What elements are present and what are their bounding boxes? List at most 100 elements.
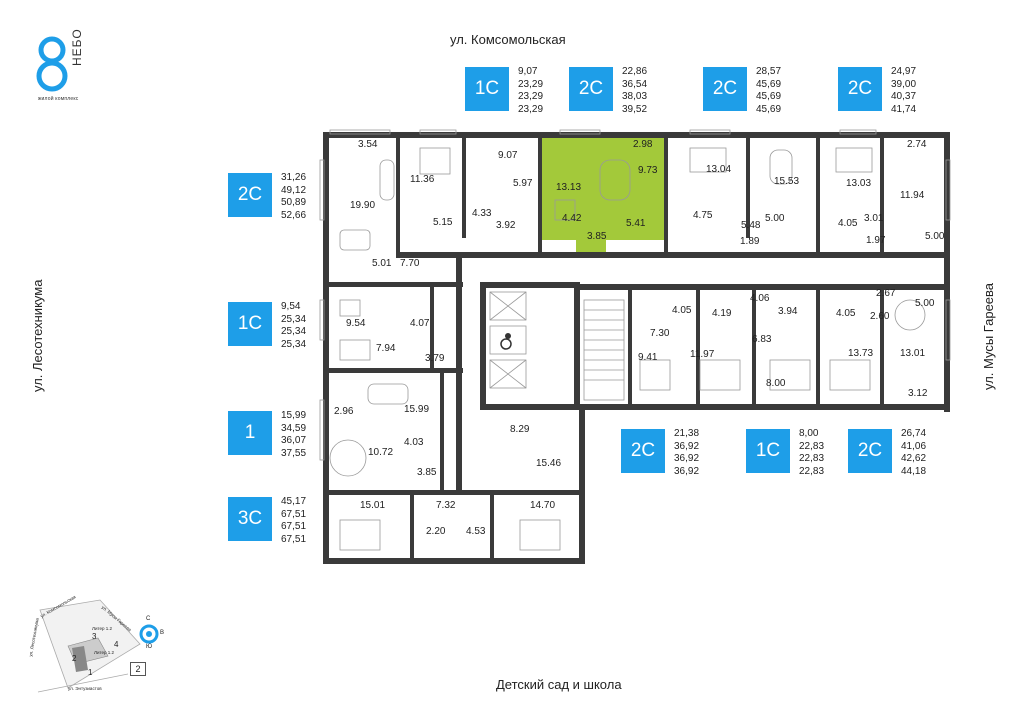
room-area-label: 15.53 bbox=[774, 176, 799, 187]
apt-badge[interactable]: 2С bbox=[703, 67, 747, 111]
room-area-label: 3.79 bbox=[425, 353, 445, 364]
logo: НЕБО жилой комплекс bbox=[30, 28, 100, 108]
room-area-label: 2.96 bbox=[334, 406, 354, 417]
room-area-label: 5.97 bbox=[513, 178, 533, 189]
room-area-label: 2.74 bbox=[907, 139, 927, 150]
room-area-label: 3.01 bbox=[864, 213, 884, 224]
room-area-label: 4.05 bbox=[672, 305, 692, 316]
room-area-label: 4.05 bbox=[836, 308, 856, 319]
room-area-label: 7.70 bbox=[400, 258, 420, 269]
room-area-label: 3.12 bbox=[908, 388, 928, 399]
room-area-label: 11.94 bbox=[900, 190, 925, 201]
room-area-label: 2.67 bbox=[876, 288, 896, 299]
apt-badge[interactable]: 2С bbox=[228, 173, 272, 217]
street-top: ул. Комсомольская bbox=[450, 32, 566, 47]
room-area-label: 4.42 bbox=[562, 213, 582, 224]
apt-badge[interactable]: 2С bbox=[569, 67, 613, 111]
minimap-section: 3 bbox=[92, 632, 97, 641]
minimap-section: 4 bbox=[114, 640, 119, 649]
apt-badge[interactable]: 2С bbox=[838, 67, 882, 111]
minimap-section: 1 bbox=[88, 668, 93, 677]
room-area-label: 15.99 bbox=[404, 404, 429, 415]
room-area-label: 19.90 bbox=[350, 200, 375, 211]
room-area-label: 8.00 bbox=[766, 378, 786, 389]
room-area-label: 7.94 bbox=[376, 343, 396, 354]
room-area-label: 7.30 bbox=[650, 328, 670, 339]
room-area-label: 5.00 bbox=[925, 231, 945, 242]
room-area-label: 15.01 bbox=[360, 500, 385, 511]
room-area-label: 4.33 bbox=[472, 208, 492, 219]
outer-walls bbox=[323, 132, 950, 564]
minimap-label: Литер 1.2 bbox=[92, 626, 112, 631]
minimap-section: 2 bbox=[72, 654, 77, 663]
room-area-label: 11.36 bbox=[410, 174, 435, 185]
minimap-street-bottom: ул. Энтузиастов bbox=[68, 686, 102, 691]
windows bbox=[319, 129, 951, 461]
apt-badge[interactable]: 3С bbox=[228, 497, 272, 541]
room-area-label: 2.98 bbox=[633, 139, 653, 150]
logo-tagline: жилой комплекс bbox=[38, 96, 79, 102]
room-area-label: 4.75 bbox=[693, 210, 713, 221]
room-area-label: 14.70 bbox=[530, 500, 555, 511]
room-area-label: 5.41 bbox=[626, 218, 646, 229]
wheelchair-icon bbox=[500, 333, 512, 350]
street-bottom: Детский сад и школа bbox=[496, 677, 622, 692]
room-area-label: 3.85 bbox=[587, 231, 607, 242]
room-area-label: 2.20 bbox=[426, 526, 446, 537]
room-area-label: 5.00 bbox=[765, 213, 785, 224]
highlighted-apartment[interactable] bbox=[542, 138, 664, 240]
room-area-label: 5.01 bbox=[372, 258, 392, 269]
furniture bbox=[329, 147, 926, 551]
room-area-label: 9.07 bbox=[498, 150, 518, 161]
room-area-label: 11.97 bbox=[690, 349, 715, 360]
minimap-diagram bbox=[37, 599, 159, 693]
room-area-label: 13.13 bbox=[556, 182, 581, 193]
compass-north: С bbox=[146, 616, 151, 622]
minimap: ул. Комсомольская ул. Мусы Гареева ул. Л… bbox=[28, 594, 188, 696]
room-area-label: 15.46 bbox=[536, 458, 561, 469]
room-area-label: 8.29 bbox=[510, 424, 530, 435]
room-area-label: 3.54 bbox=[358, 139, 378, 150]
room-area-label: 9.54 bbox=[346, 318, 366, 329]
apt-badge[interactable]: 2С bbox=[848, 429, 892, 473]
room-area-label: 5.48 bbox=[741, 220, 761, 231]
apt-badge[interactable]: 2С bbox=[621, 429, 665, 473]
room-area-label: 4.53 bbox=[466, 526, 486, 537]
room-area-label: 3.94 bbox=[778, 306, 798, 317]
room-area-label: 4.03 bbox=[404, 437, 424, 448]
room-area-label: 5.00 bbox=[915, 298, 935, 309]
room-area-label: 9.73 bbox=[638, 165, 658, 176]
room-area-label: 10.72 bbox=[368, 447, 393, 458]
apt-badge[interactable]: 1С bbox=[228, 302, 272, 346]
room-area-label: 9.41 bbox=[638, 352, 658, 363]
room-area-label: 4.05 bbox=[838, 218, 858, 229]
compass-east: В bbox=[160, 630, 165, 636]
room-area-label: 13.03 bbox=[846, 178, 871, 189]
room-area-label: 2.60 bbox=[870, 311, 890, 322]
apt-badge[interactable]: 1С bbox=[746, 429, 790, 473]
room-area-label: 1.89 bbox=[740, 236, 760, 247]
room-area-label: 13.01 bbox=[900, 348, 925, 359]
apt-badge[interactable]: 1 bbox=[228, 411, 272, 455]
room-area-label: 5.15 bbox=[433, 217, 453, 228]
legend-number-box: 2 bbox=[130, 662, 146, 676]
room-area-label: 3.92 bbox=[496, 220, 516, 231]
room-area-label: 6.83 bbox=[752, 334, 772, 345]
room-area-label: 13.73 bbox=[848, 348, 873, 359]
room-area-label: 1.97 bbox=[866, 235, 886, 246]
apt-badge[interactable]: 1С bbox=[465, 67, 509, 111]
room-area-label: 13.04 bbox=[706, 164, 731, 175]
room-area-label: 4.07 bbox=[410, 318, 430, 329]
room-area-label: 3.85 bbox=[417, 467, 437, 478]
